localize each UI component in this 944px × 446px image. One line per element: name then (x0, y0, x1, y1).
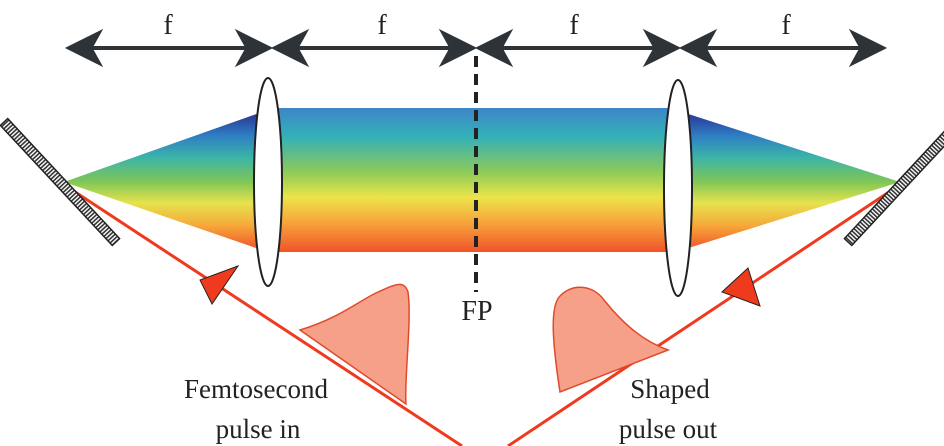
arrowhead-2-left (270, 28, 310, 68)
output-direction-arrow (721, 267, 761, 307)
distance-arrows (64, 28, 888, 68)
arrowhead-3-right (642, 28, 682, 68)
output-label-line1: Shaped (630, 374, 710, 404)
input-pulse-envelope (298, 283, 410, 406)
grating-left (0, 117, 121, 247)
arrowhead-1-right (234, 28, 274, 68)
arrowhead-3-left (474, 28, 514, 68)
arrowhead-2-right (438, 28, 478, 68)
grating-right (843, 117, 944, 247)
input-label-line1: Femtosecond (184, 374, 328, 404)
arrowhead-1-left (64, 28, 104, 68)
f-label-3: f (569, 10, 579, 41)
output-label-line2: pulse out (619, 414, 718, 444)
output-pulse-envelope (552, 286, 671, 394)
f-label-4: f (781, 10, 791, 41)
left-spectral-fan (64, 112, 262, 250)
input-label-line2: pulse in (216, 414, 301, 444)
output-beam-line (507, 184, 899, 446)
arrowhead-4-right (848, 28, 888, 68)
focal-plane-label: FP (461, 296, 492, 327)
lens-right (663, 79, 693, 297)
f-label-1: f (163, 10, 173, 41)
f-label-2: f (377, 10, 387, 41)
input-beam-line (65, 184, 463, 446)
input-direction-arrow (199, 264, 240, 305)
central-spectral-beam (262, 108, 682, 252)
arrowhead-4-left (678, 28, 718, 68)
right-spectral-fan (682, 112, 900, 250)
lens-left (253, 77, 283, 287)
